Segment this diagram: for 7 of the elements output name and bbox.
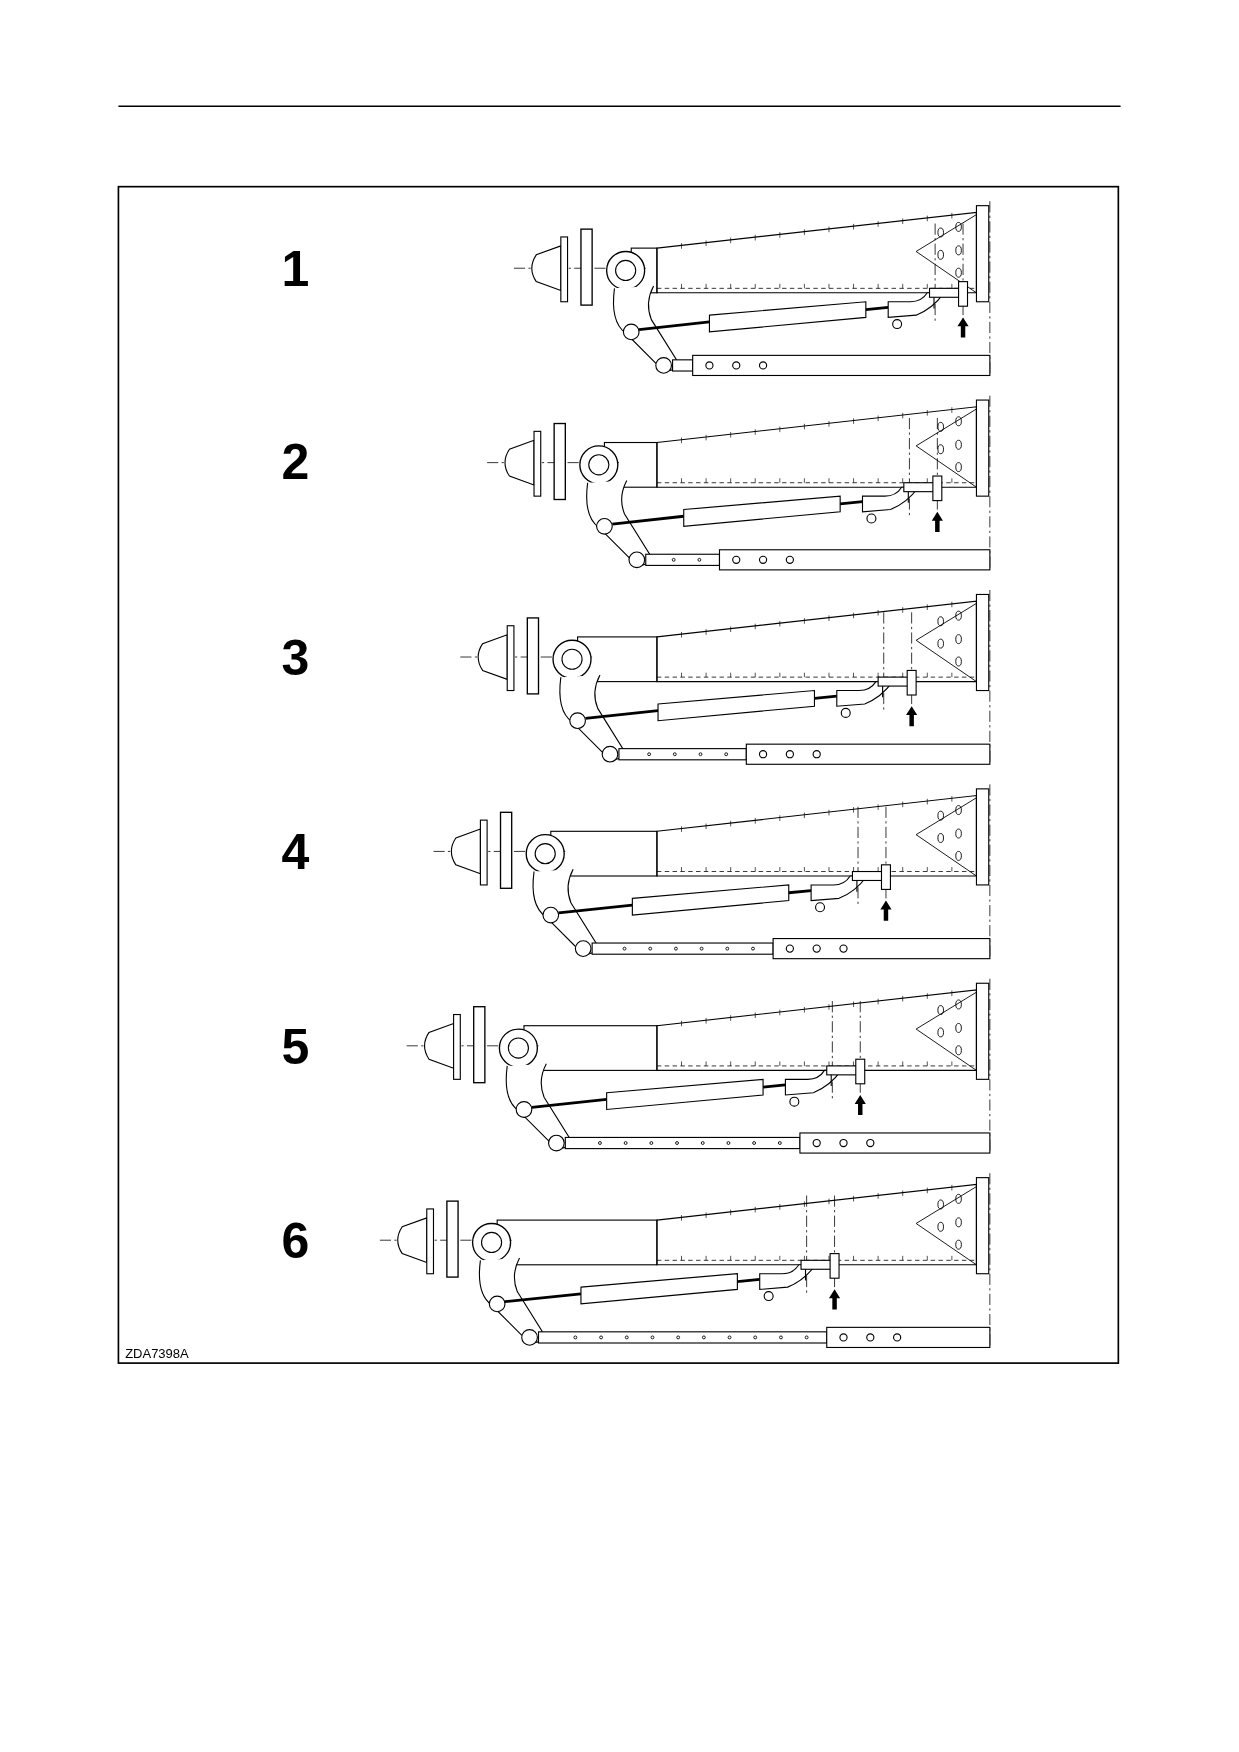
step-number: 5 <box>281 1021 310 1072</box>
step-number: 6 <box>281 1216 310 1267</box>
figure-code: ZDA7398A <box>125 1347 189 1361</box>
step-number: 1 <box>281 244 310 295</box>
step-number: 3 <box>281 632 310 683</box>
step-number: 2 <box>281 437 310 488</box>
step-number: 4 <box>281 827 310 878</box>
